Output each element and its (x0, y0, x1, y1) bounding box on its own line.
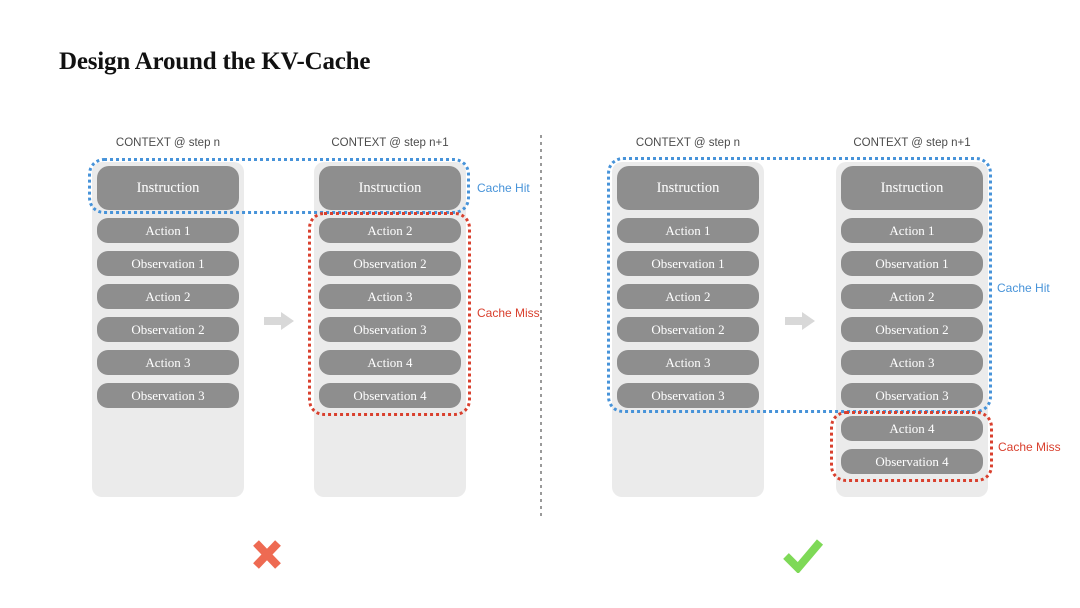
context-box-observation-1: Observation 1 (841, 251, 983, 276)
context-box-observation-3: Observation 3 (319, 317, 461, 342)
cache-hit-label: Cache Hit (997, 281, 1050, 295)
context-box-action-3: Action 3 (841, 350, 983, 375)
context-box-action-4: Action 4 (841, 416, 983, 441)
context-box-instruction: Instruction (841, 166, 983, 210)
cache-miss-label: Cache Miss (477, 306, 540, 320)
context-step-n1-header: CONTEXT @ step n+1 (331, 137, 449, 149)
step-transition-arrow-icon (785, 312, 815, 330)
context-box-action-1: Action 1 (841, 218, 983, 243)
context-box-observation-3: Observation 3 (97, 383, 239, 408)
context-box-action-3: Action 3 (97, 350, 239, 375)
context-box-instruction: Instruction (617, 166, 759, 210)
context-step-n-header: CONTEXT @ step n (635, 137, 741, 149)
cache-miss-label: Cache Miss (998, 440, 1061, 454)
context-box-observation-1: Observation 1 (97, 251, 239, 276)
context-box-action-4: Action 4 (319, 350, 461, 375)
check-mark-icon (783, 539, 824, 573)
context-box-observation-2: Observation 2 (841, 317, 983, 342)
context-box-action-3: Action 3 (617, 350, 759, 375)
context-box-observation-1: Observation 1 (617, 251, 759, 276)
context-box-action-2: Action 2 (319, 218, 461, 243)
step-transition-arrow-icon (264, 312, 294, 330)
context-box-observation-3: Observation 3 (841, 383, 983, 408)
context-box-observation-2: Observation 2 (617, 317, 759, 342)
context-box-instruction: Instruction (97, 166, 239, 210)
context-box-observation-2: Observation 2 (319, 251, 461, 276)
context-box-observation-3: Observation 3 (617, 383, 759, 408)
context-box-action-2: Action 2 (97, 284, 239, 309)
context-step-n1-header: CONTEXT @ step n+1 (853, 137, 971, 149)
cross-mark-icon (253, 540, 281, 569)
context-box-observation-4: Observation 4 (319, 383, 461, 408)
context-box-action-1: Action 1 (617, 218, 759, 243)
context-box-instruction: Instruction (319, 166, 461, 210)
context-box-action-1: Action 1 (97, 218, 239, 243)
page-title: Design Around the KV-Cache (59, 48, 371, 75)
cache-hit-label: Cache Hit (477, 181, 530, 195)
context-box-observation-4: Observation 4 (841, 449, 983, 474)
context-box-action-2: Action 2 (617, 284, 759, 309)
vertical-divider (540, 135, 542, 517)
context-box-action-3: Action 3 (319, 284, 461, 309)
context-step-n-header: CONTEXT @ step n (115, 137, 221, 149)
context-box-action-2: Action 2 (841, 284, 983, 309)
context-box-observation-2: Observation 2 (97, 317, 239, 342)
